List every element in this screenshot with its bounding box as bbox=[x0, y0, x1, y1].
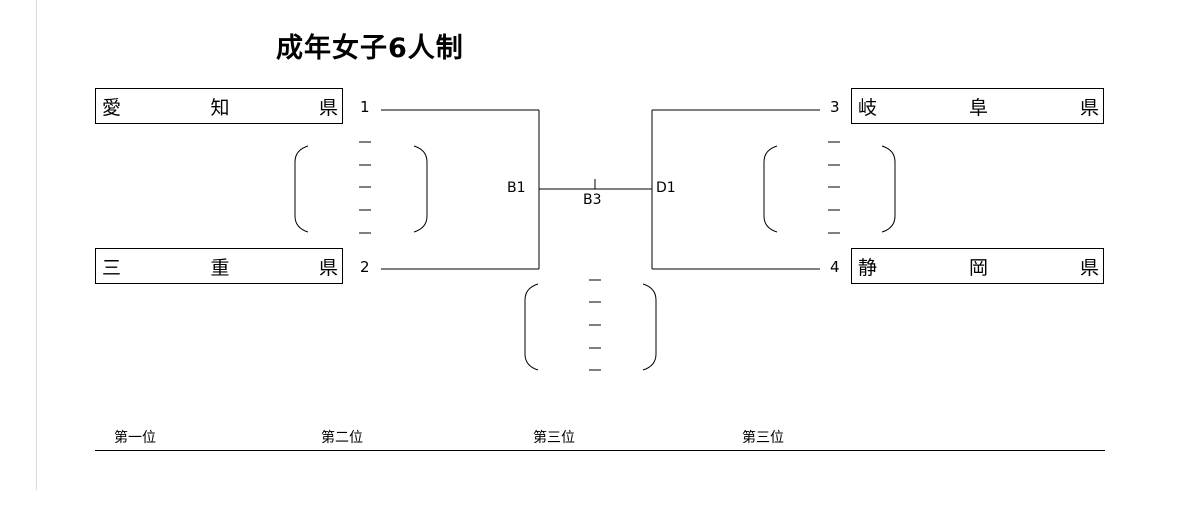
placement-second: 第二位 bbox=[321, 430, 363, 446]
team-box-gifu: 岐 阜 県 bbox=[851, 88, 1104, 124]
team-char: 県 bbox=[318, 256, 338, 279]
team-char: 県 bbox=[1079, 96, 1099, 119]
team-box-mie: 三 重 県 bbox=[95, 248, 343, 284]
team-char: 県 bbox=[318, 96, 338, 119]
match-label-d1: D1 bbox=[656, 180, 676, 196]
team-char: 県 bbox=[1079, 256, 1099, 279]
seed-number: 4 bbox=[830, 258, 840, 276]
team-char: 愛 bbox=[102, 96, 122, 119]
placement-first: 第一位 bbox=[114, 430, 156, 446]
page-left-edge bbox=[36, 0, 37, 490]
team-char: 阜 bbox=[968, 96, 988, 119]
page-title: 成年女子6人制 bbox=[276, 33, 464, 64]
team-char: 重 bbox=[210, 256, 230, 279]
seed-number: 1 bbox=[360, 98, 370, 116]
placement-third: 第三位 bbox=[533, 430, 575, 446]
team-box-aichi: 愛 知 県 bbox=[95, 88, 343, 124]
score-parentheses-right bbox=[763, 141, 896, 234]
score-parentheses-left bbox=[294, 141, 428, 234]
placement-third: 第三位 bbox=[742, 430, 784, 446]
match-label-b3: B3 bbox=[583, 192, 602, 208]
seed-number: 2 bbox=[360, 258, 370, 276]
score-parentheses-center bbox=[524, 279, 657, 371]
placement-underline bbox=[95, 450, 1105, 451]
seed-number: 3 bbox=[830, 98, 840, 116]
team-char: 岡 bbox=[968, 256, 988, 279]
team-box-shizuoka: 静 岡 県 bbox=[851, 248, 1104, 284]
team-char: 岐 bbox=[858, 96, 878, 119]
team-char: 知 bbox=[210, 96, 230, 119]
team-char: 静 bbox=[858, 256, 878, 279]
match-label-b1: B1 bbox=[507, 180, 526, 196]
team-char: 三 bbox=[102, 256, 122, 279]
